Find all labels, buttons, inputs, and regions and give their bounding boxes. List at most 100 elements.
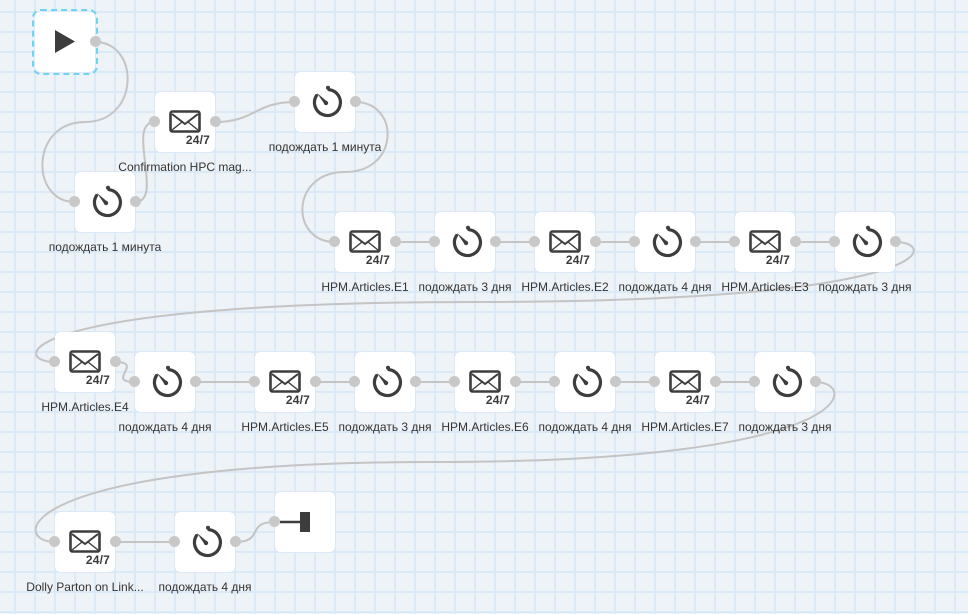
output-port[interactable] <box>410 376 421 387</box>
envelope-icon <box>169 110 201 133</box>
node-wait[interactable]: подождать 3 дня <box>418 212 512 294</box>
output-port[interactable] <box>890 236 901 247</box>
output-port[interactable] <box>310 376 321 387</box>
output-port[interactable] <box>130 196 141 207</box>
output-port[interactable] <box>490 236 501 247</box>
schedule-badge: 24/7 <box>485 393 510 407</box>
input-port[interactable] <box>249 376 260 387</box>
schedule-badge: 24/7 <box>365 253 390 267</box>
play-icon <box>55 30 75 53</box>
node-wait[interactable]: подождать 3 дня <box>818 212 912 294</box>
timer-icon <box>452 225 482 258</box>
timer-icon <box>152 365 182 398</box>
envelope-icon <box>269 370 301 393</box>
output-port[interactable] <box>210 116 221 127</box>
node-end[interactable] <box>269 492 335 552</box>
node-wait[interactable]: подождать 3 дня <box>338 352 432 434</box>
timer-icon <box>772 365 802 398</box>
node-label: HPM.Articles.E4 <box>41 400 129 414</box>
node-wait[interactable]: подождать 4 дня <box>158 512 252 594</box>
node-label: HPM.Articles.E1 <box>321 280 409 294</box>
timer-icon <box>372 365 402 398</box>
output-port[interactable] <box>610 376 621 387</box>
input-port[interactable] <box>449 376 460 387</box>
output-port[interactable] <box>590 236 601 247</box>
schedule-badge: 24/7 <box>85 373 110 387</box>
output-port[interactable] <box>390 236 401 247</box>
schedule-badge: 24/7 <box>765 253 790 267</box>
output-port[interactable] <box>710 376 721 387</box>
envelope-icon <box>669 370 701 393</box>
input-port[interactable] <box>649 376 660 387</box>
node-label: подождать 3 дня <box>338 420 432 434</box>
schedule-badge: 24/7 <box>285 393 310 407</box>
node-label: HPM.Articles.E7 <box>641 420 729 434</box>
stop-icon <box>280 512 310 532</box>
input-port[interactable] <box>429 236 440 247</box>
node-start[interactable] <box>32 9 101 75</box>
node-wait[interactable]: подождать 1 минута <box>269 72 381 154</box>
node-label: подождать 1 минута <box>48 240 162 254</box>
input-port[interactable] <box>129 376 140 387</box>
input-port[interactable] <box>169 536 180 547</box>
envelope-icon <box>469 370 501 393</box>
timer-icon <box>652 225 682 258</box>
connection-wire[interactable] <box>234 521 276 543</box>
node-label: HPM.Articles.E6 <box>441 420 529 434</box>
schedule-badge: 24/7 <box>185 133 210 147</box>
connection-wire[interactable] <box>214 101 296 123</box>
input-port[interactable] <box>289 96 300 107</box>
input-port[interactable] <box>749 376 760 387</box>
node-label: Confirmation HPC mag... <box>118 160 252 174</box>
output-port[interactable] <box>790 236 801 247</box>
output-port[interactable] <box>810 376 821 387</box>
input-port[interactable] <box>149 116 160 127</box>
node-label: Dolly Parton on Link... <box>26 580 144 594</box>
output-port[interactable] <box>110 356 121 367</box>
node-label: подождать 4 дня <box>118 420 212 434</box>
input-port[interactable] <box>629 236 640 247</box>
output-port[interactable] <box>110 536 121 547</box>
node-wait[interactable]: подождать 1 минута <box>49 172 161 254</box>
output-port[interactable] <box>190 376 201 387</box>
schedule-badge: 24/7 <box>85 553 110 567</box>
input-port[interactable] <box>529 236 540 247</box>
node-wait[interactable]: подождать 3 дня <box>738 352 832 434</box>
output-port[interactable] <box>90 36 101 47</box>
node-label: HPM.Articles.E5 <box>241 420 329 434</box>
node-label: подождать 3 дня <box>738 420 832 434</box>
envelope-icon <box>69 350 101 373</box>
input-port[interactable] <box>329 236 340 247</box>
input-port[interactable] <box>349 376 360 387</box>
output-port[interactable] <box>230 536 241 547</box>
input-port[interactable] <box>549 376 560 387</box>
input-port[interactable] <box>49 356 60 367</box>
input-port[interactable] <box>269 516 280 527</box>
node-wait[interactable]: подождать 4 дня <box>118 352 212 434</box>
node-label: подождать 4 дня <box>158 580 252 594</box>
input-port[interactable] <box>829 236 840 247</box>
timer-icon <box>92 185 122 218</box>
output-port[interactable] <box>350 96 361 107</box>
output-port[interactable] <box>510 376 521 387</box>
envelope-icon <box>549 230 581 253</box>
input-port[interactable] <box>69 196 80 207</box>
timer-icon <box>852 225 882 258</box>
schedule-badge: 24/7 <box>565 253 590 267</box>
output-port[interactable] <box>690 236 701 247</box>
input-port[interactable] <box>49 536 60 547</box>
node-wait[interactable]: подождать 4 дня <box>618 212 712 294</box>
input-port[interactable] <box>729 236 740 247</box>
node-wait[interactable]: подождать 4 дня <box>538 352 632 434</box>
schedule-badge: 24/7 <box>685 393 710 407</box>
